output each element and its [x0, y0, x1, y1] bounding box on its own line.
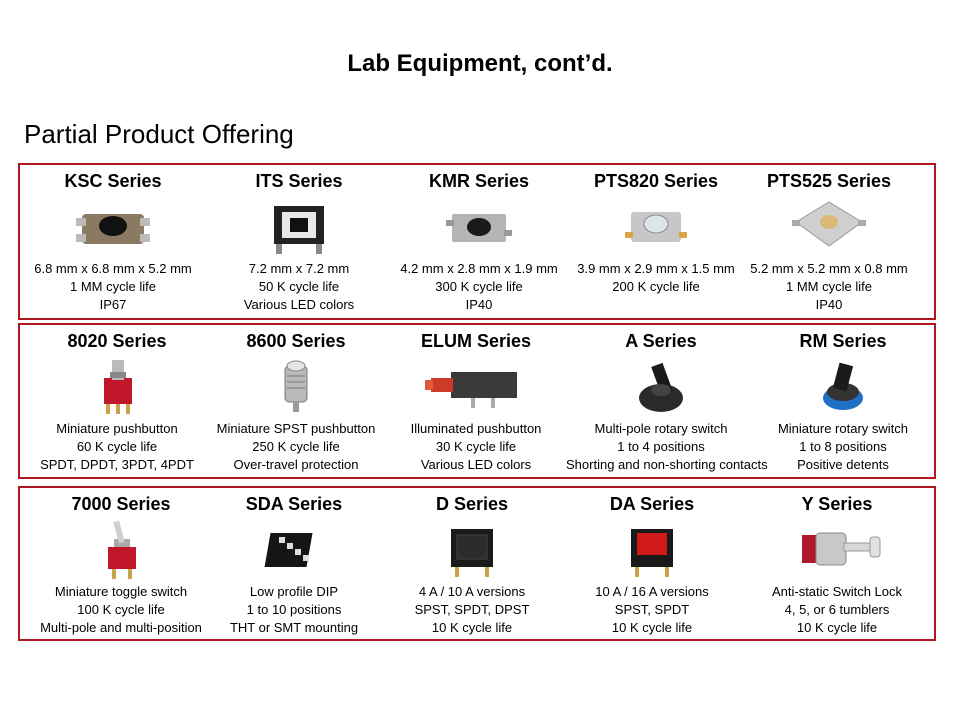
product-rm-series[interactable]: RM Series Miniature rotary switch 1 to 8 … [748, 331, 938, 474]
product-spec-line: 1 to 8 positions [799, 439, 887, 454]
product-spec-line: 300 K cycle life [435, 279, 523, 294]
product-spec-line: 5.2 mm x 5.2 mm x 0.8 mm [750, 261, 908, 276]
product-spec-line: 10 A / 16 A versions [595, 584, 709, 599]
product-spec-line: THT or SMT mounting [229, 620, 359, 635]
product-group-toggle-rocker-lock [18, 486, 936, 641]
product-spec-line: 1 to 4 positions [617, 439, 705, 454]
product-spec-line: Illuminated pushbutton [410, 421, 542, 436]
page-title: Lab Equipment, cont’d. [347, 50, 613, 77]
miniature-rotary-switch-icon [788, 356, 898, 418]
product-spec-line: 1 MM cycle life [786, 279, 872, 294]
product-spec-line: 6.8 mm x 6.8 mm x 5.2 mm [34, 261, 192, 276]
product-group-tact-switches [18, 163, 936, 320]
product-spec-line: 10 K cycle life [796, 620, 878, 635]
product-spec-line: Anti-static Switch Lock [771, 584, 903, 599]
product-pts820-series[interactable]: PTS820 Series 3.9 mm x 2.9 mm x 1.5 mm 20… [561, 171, 751, 296]
product-spec-line: IP40 [815, 297, 843, 312]
product-spec-line: 60 K cycle life [76, 439, 158, 454]
product-spec-line: Various LED colors [243, 297, 355, 312]
product-spec-line: Positive detents [797, 457, 889, 472]
section-subtitle: Partial Product Offering [24, 119, 294, 149]
rocker-switch-icon [417, 519, 527, 581]
product-spec-line: IP67 [99, 297, 127, 312]
spst-pushbutton-icon [241, 356, 351, 418]
product-name: 8020 Series [67, 331, 167, 351]
product-spec-line: 4.2 mm x 2.8 mm x 1.9 mm [400, 261, 558, 276]
product-spec-line: Multi-pole and multi-position [40, 620, 202, 635]
product-ksc-series[interactable]: KSC Series 6.8 mm x 6.8 mm x 5.2 mm 1 MM … [18, 171, 208, 314]
product-pts525-series[interactable]: PTS525 Series 5.2 mm x 5.2 mm x 0.8 mm 1 … [734, 171, 924, 314]
product-name: D Series [435, 494, 509, 514]
product-spec-line: 7.2 mm x 7.2 mm [248, 261, 350, 276]
product-name: SDA Series [245, 494, 343, 514]
product-spec-line: Various LED colors [420, 457, 532, 472]
product-elum-series[interactable]: ELUM Series Illuminated pushbutton 30 K c… [381, 331, 571, 474]
product-spec-line: Miniature pushbutton [56, 421, 178, 436]
product-sda-series[interactable]: SDA Series Low profile DIP 1 to 10 positi… [199, 494, 389, 637]
product-spec-line: 1 to 10 positions [246, 602, 342, 617]
product-spec-line: 30 K cycle life [435, 439, 517, 454]
product-spec-line: SPST, SPDT [614, 602, 690, 617]
product-spec-line: Multi-pole rotary switch [594, 421, 728, 436]
product-y-series[interactable]: Y Series Anti-static Switch Lock 4, 5, or… [742, 494, 932, 637]
pushbutton-switch-icon [62, 356, 172, 418]
product-spec-line: SPDT, DPDT, 3PDT, 4PDT [40, 457, 194, 472]
ksc-tact-switch-icon [58, 196, 168, 258]
product-spec-line: Shorting and non-shorting contacts [566, 457, 768, 472]
product-spec-line: Low profile DIP [249, 584, 339, 599]
product-name: ELUM Series [420, 331, 532, 351]
product-8020-series[interactable]: 8020 Series Miniature pushbutton 60 K cyc… [22, 331, 212, 474]
product-a-series[interactable]: A Series Multi-pole rotary switch 1 to 4 … [566, 331, 768, 474]
product-spec-line: 100 K cycle life [77, 602, 165, 617]
product-spec-line: 200 K cycle life [612, 279, 700, 294]
product-name: ITS Series [255, 171, 343, 191]
product-name: 7000 Series [71, 494, 171, 514]
kmr-switch-icon [424, 196, 534, 258]
rotary-switch-icon [606, 356, 716, 418]
product-spec-line: IP40 [465, 297, 493, 312]
product-name: KMR Series [428, 171, 530, 191]
product-7000-series[interactable]: 7000 Series Miniature toggle switch 100 K… [26, 494, 216, 637]
product-spec-line: 1 MM cycle life [70, 279, 156, 294]
its-switch-icon [244, 196, 354, 258]
product-spec-line: 4 A / 10 A versions [418, 584, 526, 599]
pts820-switch-icon [601, 196, 711, 258]
product-its-series[interactable]: ITS Series 7.2 mm x 7.2 mm 50 K cycle lif… [204, 171, 394, 314]
product-spec-line: 3.9 mm x 2.9 mm x 1.5 mm [577, 261, 735, 276]
pts525-switch-icon [774, 196, 884, 258]
product-kmr-series[interactable]: KMR Series 4.2 mm x 2.8 mm x 1.9 mm 300 K… [384, 171, 574, 314]
product-spec-line: 10 K cycle life [611, 620, 693, 635]
product-8600-series[interactable]: 8600 Series Miniature SPST pushbutton 250… [201, 331, 391, 474]
product-name: PTS820 Series [593, 171, 719, 191]
product-name: 8600 Series [246, 331, 346, 351]
product-name: DA Series [609, 494, 695, 514]
product-name: Y Series [801, 494, 873, 514]
product-spec-line: Over-travel protection [233, 457, 359, 472]
product-spec-line: Miniature rotary switch [777, 421, 909, 436]
dip-switch-icon [239, 519, 349, 581]
key-lock-switch-icon [782, 519, 892, 581]
product-spec-line: 250 K cycle life [252, 439, 340, 454]
product-name: RM Series [799, 331, 887, 351]
product-spec-line: 10 K cycle life [431, 620, 513, 635]
toggle-switch-icon [66, 519, 176, 581]
product-spec-line: 50 K cycle life [258, 279, 340, 294]
product-spec-line: Miniature SPST pushbutton [216, 421, 376, 436]
product-spec-line: 4, 5, or 6 tumblers [784, 602, 890, 617]
illuminated-pushbutton-icon [421, 356, 531, 418]
product-name: KSC Series [64, 171, 162, 191]
product-name: A Series [625, 331, 697, 351]
product-spec-line: SPST, SPDT, DPST [414, 602, 530, 617]
product-spec-line: Miniature toggle switch [54, 584, 188, 599]
product-name: PTS525 Series [766, 171, 892, 191]
product-group-pushbutton-rotary [18, 323, 936, 479]
illuminated-rocker-switch-icon [597, 519, 707, 581]
